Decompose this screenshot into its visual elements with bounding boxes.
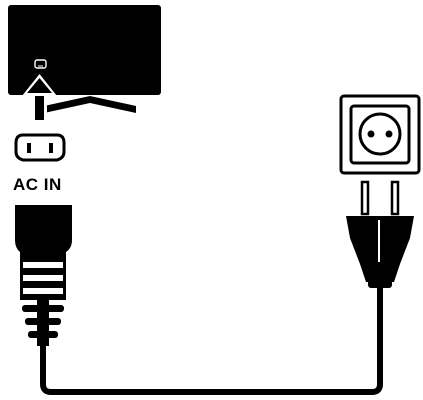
iec-power-connector-icon [15,205,72,346]
ac-inlet-icon [14,133,66,162]
plug-in-arrow-icon [22,74,57,120]
tv-ac-port-icon [34,59,47,69]
tv-body [8,5,161,95]
schuko-plug-icon [346,180,414,288]
power-cable [40,285,383,395]
tv-stand [44,96,136,113]
tv-back-panel [8,5,161,113]
wall-socket-icon [339,94,421,175]
ac-in-label: AC IN [13,175,62,194]
